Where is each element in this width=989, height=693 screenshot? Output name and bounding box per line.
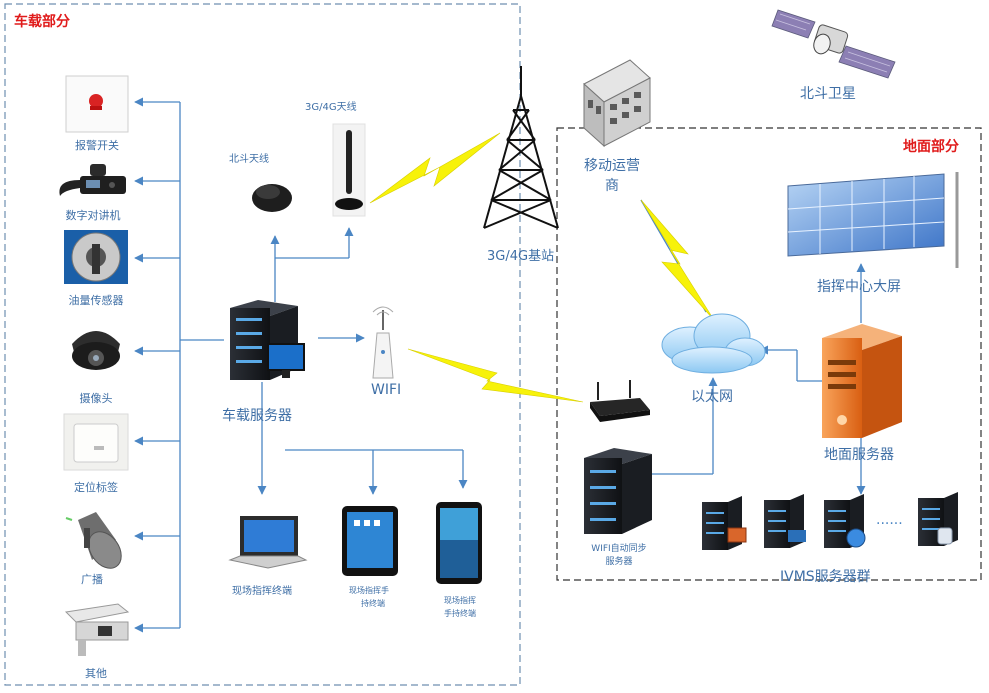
beidou-antenna-label: 北斗天线: [229, 154, 269, 165]
radio-label: 数字对讲机: [65, 209, 121, 222]
vehicle-section-boundary: [4, 3, 521, 686]
phone-label: 现场指挥 手持终端: [444, 594, 476, 620]
satellite-icon: [771, 9, 896, 79]
tablet-label-line1: 现场指挥手: [349, 586, 389, 595]
base-station-tower-icon: [483, 66, 559, 229]
operator-label-line2: 商: [605, 178, 619, 194]
ground-section-boundary: [556, 127, 982, 581]
tablet-label-line2: 持终端: [361, 599, 385, 608]
ground-server-label: 地面服务器: [824, 447, 894, 463]
alarm-switch-label: 报警开关: [75, 139, 119, 152]
broadcast-label: 广播: [81, 573, 103, 586]
lightning-antenna-basestation: [369, 132, 501, 204]
ethernet-label: 以太网: [691, 389, 733, 405]
oil-sensor-icon: [64, 230, 128, 284]
ivms-cluster-label: IVMS服务器群: [780, 569, 871, 585]
operator-label: 移动运营 商: [580, 156, 644, 196]
oil-sensor-label: 油量传感器: [68, 294, 124, 307]
operator-label-line1: 移动运营: [584, 158, 640, 174]
tablet-label: 现场指挥手 持终端: [349, 584, 389, 610]
ground-server-icon: [822, 324, 902, 438]
wifi-sync-label-line2: 服务器: [605, 557, 633, 567]
cellular-antenna-label: 3G/4G天线: [305, 102, 357, 113]
ivms-cluster-icon: ······: [702, 492, 958, 550]
radio-icon: [59, 164, 126, 196]
ethernet-cloud-icon: [661, 313, 766, 374]
alarm-switch-icon: [65, 75, 129, 133]
svg-text:······: ······: [876, 516, 903, 532]
router-icon: [590, 380, 650, 422]
big-screen-label: 指挥中心大屏: [817, 279, 901, 295]
rfid-tag-label: 定位标签: [74, 481, 118, 494]
wifi-sync-server-label: WIFI自动同步 服务器: [582, 543, 656, 569]
other-device-icon: [64, 603, 130, 656]
cellular-antenna-icon: [332, 123, 366, 217]
tablet-icon: [342, 506, 398, 576]
lightning-operator-ethernet: [640, 199, 715, 321]
base-station-label: 3G/4G基站: [487, 249, 555, 264]
satellite-label: 北斗卫星: [800, 86, 856, 102]
laptop-icon: [228, 516, 308, 569]
wifi-ap-label: WIFI: [371, 382, 402, 398]
wifi-sync-server-icon: [584, 448, 652, 534]
rfid-tag-icon: [63, 413, 129, 471]
ground-section-title: 地面部分: [903, 139, 959, 155]
phone-icon: [436, 502, 482, 584]
phone-label-line1: 现场指挥: [444, 596, 476, 605]
wifi-ap-icon: [372, 306, 394, 379]
broadcast-speaker-icon: [65, 512, 122, 569]
antenna-connectors: [270, 227, 354, 302]
laptop-label: 现场指挥终端: [232, 586, 292, 597]
device-bus-connectors: [134, 97, 224, 633]
vehicle-server-icon: [230, 300, 305, 380]
vehicle-server-label: 车载服务器: [222, 408, 292, 424]
vehicle-section-title: 车载部分: [14, 14, 70, 30]
other-device-label: 其他: [85, 667, 107, 680]
operator-building-icon: [583, 59, 651, 148]
beidou-antenna-icon: [252, 184, 292, 212]
lightning-wifi-router: [407, 348, 584, 403]
wifi-sync-label-line1: WIFI自动同步: [591, 544, 647, 554]
camera-label: 摄像头: [79, 392, 113, 405]
phone-label-line2: 手持终端: [444, 609, 476, 618]
terminal-connectors: [257, 382, 468, 495]
camera-icon: [72, 331, 120, 370]
command-center-screen-icon: [787, 172, 959, 268]
